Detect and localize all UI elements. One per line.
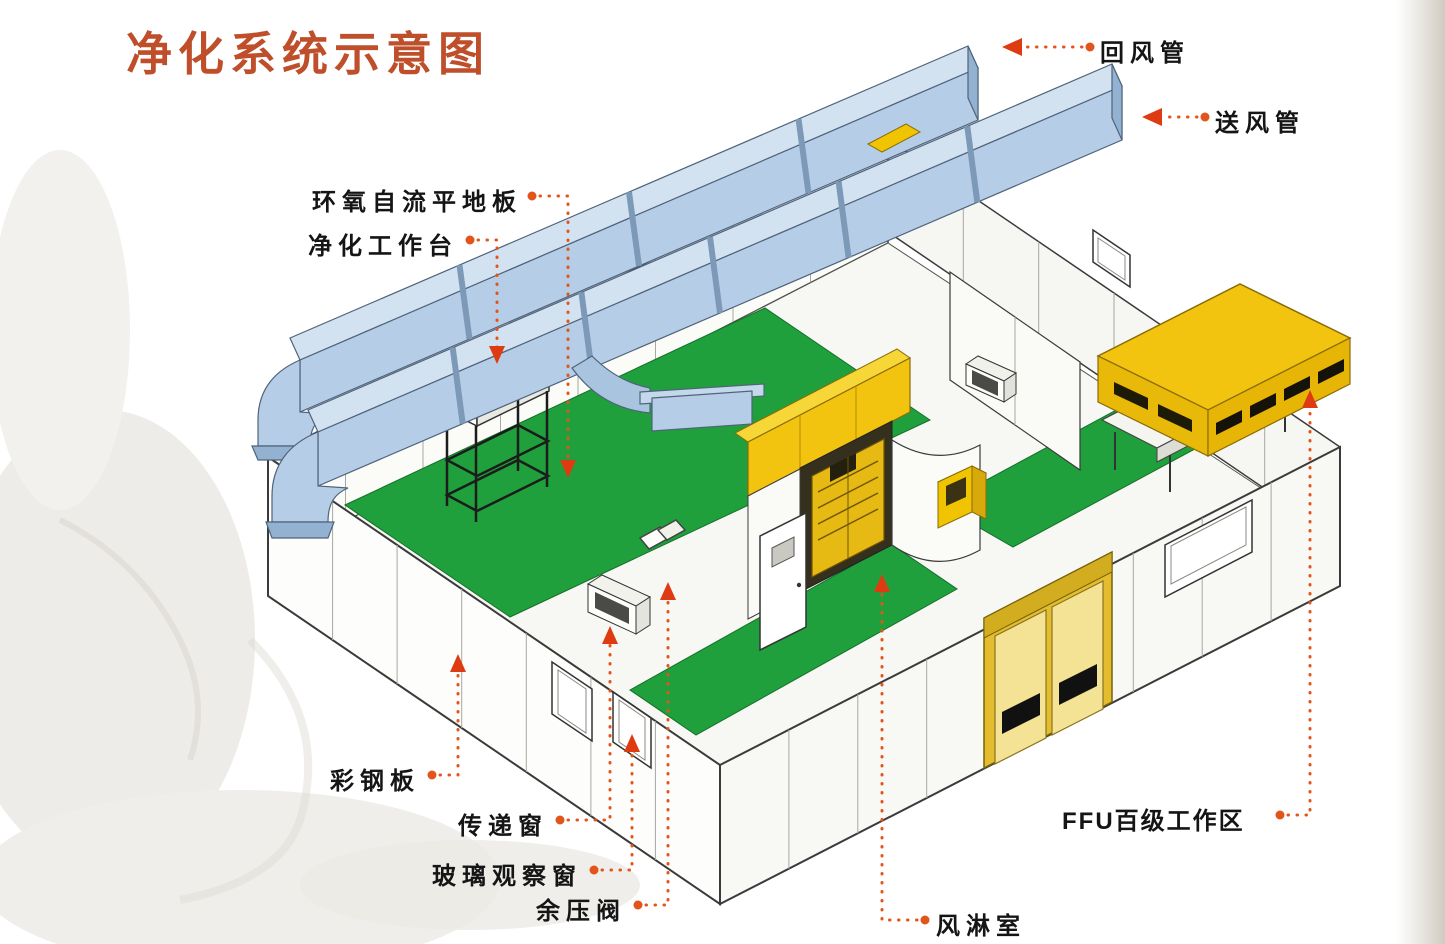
observation-window-large <box>1164 498 1253 599</box>
label-return-air-duct: 回风管 <box>1100 40 1190 67</box>
label-color-steel-panel: 彩钢板 <box>330 768 420 795</box>
label-glass-observation-window: 玻璃观察窗 <box>432 863 582 890</box>
label-residual-pressure-valve: 余压阀 <box>536 898 626 925</box>
leader-epoxy-floor <box>538 194 570 464</box>
arrow-transfer-window <box>602 626 618 644</box>
air-shower-control-box <box>936 465 988 529</box>
label-ffu-work-area: FFU百级工作区 <box>1062 808 1245 835</box>
duct-branch-diffuser <box>571 355 765 432</box>
leader-glass-observation-window <box>600 750 634 872</box>
arrow-epoxy-floor <box>560 460 576 478</box>
label-air-shower-room: 风淋室 <box>936 913 1026 940</box>
air-shower-double-door <box>983 550 1113 770</box>
arrow-ffu-work-area <box>1302 390 1318 408</box>
transfer-window-box <box>586 574 652 635</box>
ffu-work-area <box>1096 283 1352 492</box>
middle-partition-wall <box>949 270 1081 472</box>
transfer-window-panel <box>551 660 593 743</box>
leader-clean-workbench <box>476 238 499 350</box>
air-shower-cabinet <box>811 438 885 578</box>
back-wall-vent-window <box>1092 228 1131 289</box>
diagram-title: 净化系统示意图 <box>126 28 490 80</box>
arrow-supply-air-duct <box>1142 108 1162 126</box>
leader-air-shower-room <box>880 590 919 922</box>
duct-roof-collar <box>866 123 922 153</box>
arrow-glass-observation-window <box>624 734 640 752</box>
return-duct <box>251 45 979 461</box>
arrow-clean-workbench <box>489 346 505 364</box>
label-supply-air-duct: 送风管 <box>1215 110 1305 137</box>
leader-dots <box>427 42 1285 925</box>
label-clean-workbench: 净化工作台 <box>308 233 458 260</box>
label-transfer-window: 传递窗 <box>458 813 548 840</box>
leader-color-steel-panel <box>438 670 460 777</box>
air-shower-room-structure <box>734 348 988 652</box>
label-epoxy-floor: 环氧自流平地板 <box>312 189 522 216</box>
wall-mounted-unit <box>964 355 1018 403</box>
arrow-color-steel-panel <box>450 654 466 672</box>
residual-pressure-valve-plates <box>638 519 687 550</box>
pointer-arrows <box>450 38 1318 752</box>
curved-partition <box>891 438 981 562</box>
front-wall-panels <box>551 660 652 770</box>
leader-lines <box>438 45 1312 922</box>
interior-door <box>759 511 807 652</box>
arrow-return-air-duct <box>1002 38 1022 56</box>
arrow-air-shower-room <box>874 574 890 592</box>
leader-residual-pressure-valve <box>644 598 670 907</box>
arrow-residual-pressure-valve <box>660 582 676 600</box>
ffu-canopy <box>1096 283 1352 457</box>
supply-duct <box>265 63 1123 539</box>
green-floor-left-room <box>343 307 932 618</box>
glass-observation-panel <box>612 690 652 770</box>
